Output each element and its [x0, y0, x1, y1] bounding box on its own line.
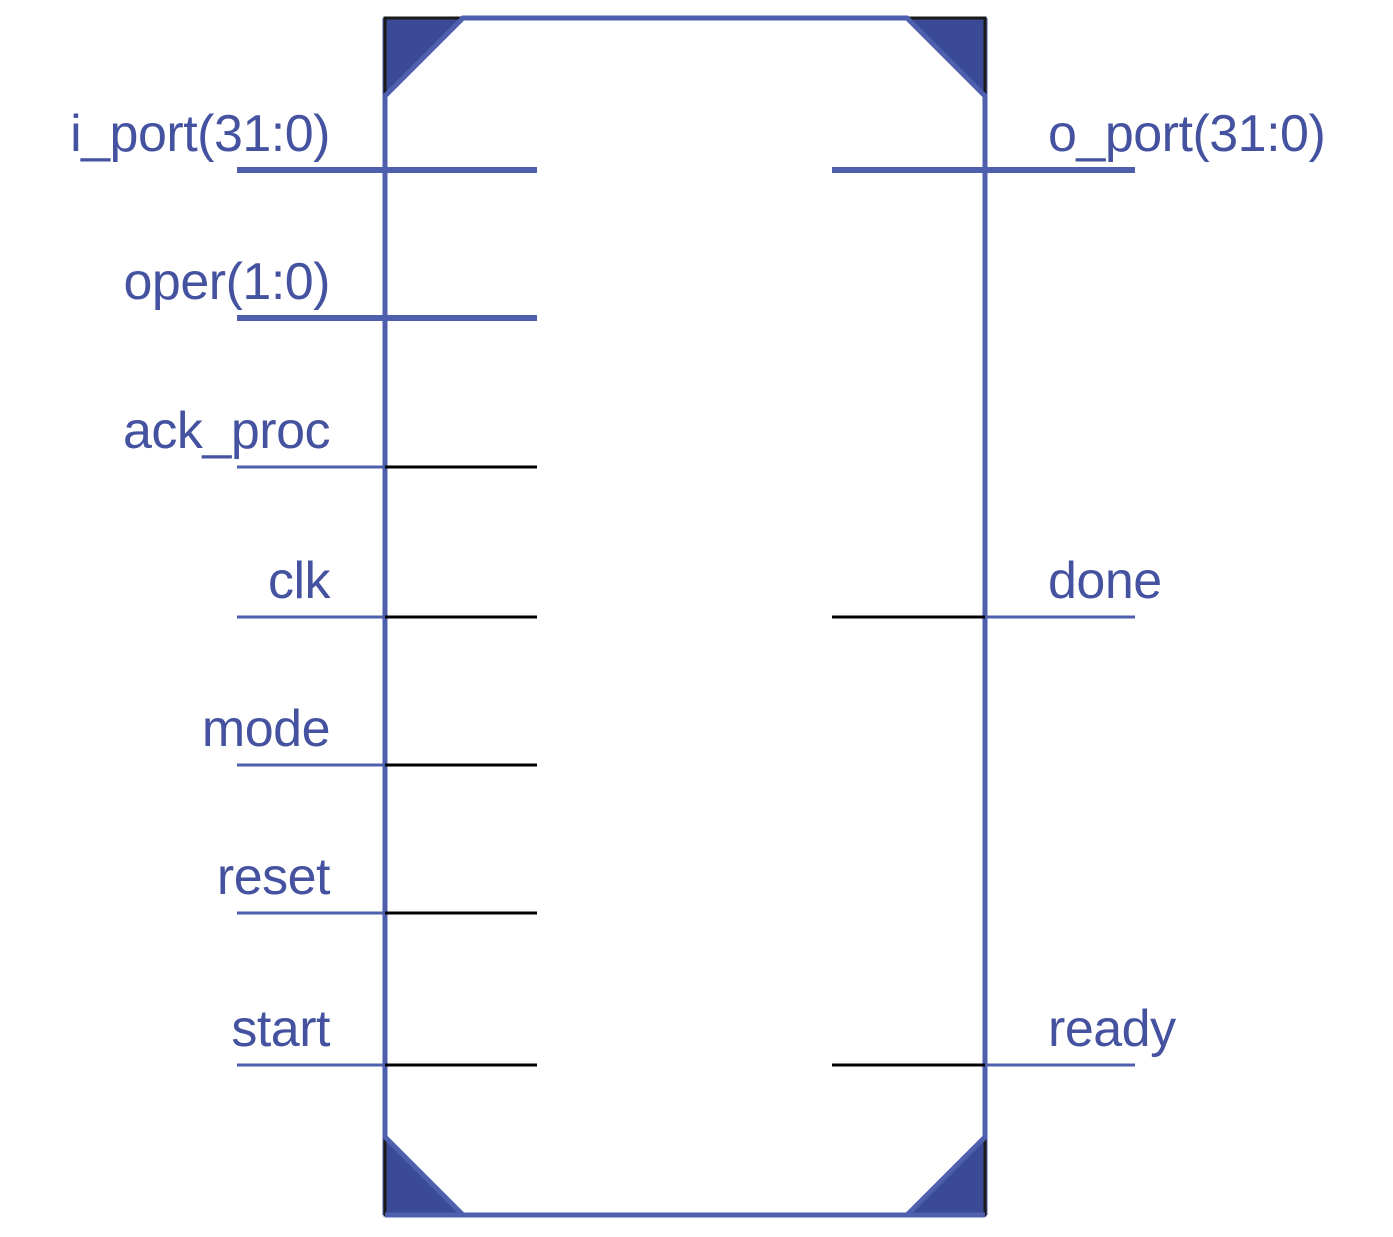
- pin-label-i-port-31-0[interactable]: i_port(31:0): [70, 105, 330, 163]
- pin-label-done[interactable]: done: [1048, 552, 1162, 610]
- pin-label-ack-proc[interactable]: ack_proc: [123, 402, 331, 460]
- pin-label-reset[interactable]: reset: [216, 848, 331, 906]
- pin-label-oper-1-0[interactable]: oper(1:0): [123, 253, 331, 311]
- component-box[interactable]: [382, 15, 988, 1218]
- pin-label-clk[interactable]: clk: [267, 552, 331, 610]
- pin-label-o-port-31-0[interactable]: o_port(31:0): [1048, 105, 1326, 163]
- box-outline: [382, 15, 988, 1218]
- pin-label-start[interactable]: start: [231, 1000, 330, 1058]
- pin-label-ready[interactable]: ready: [1048, 1000, 1176, 1058]
- pin-wires: [237, 167, 1135, 1067]
- pin-label-mode[interactable]: mode: [201, 700, 331, 758]
